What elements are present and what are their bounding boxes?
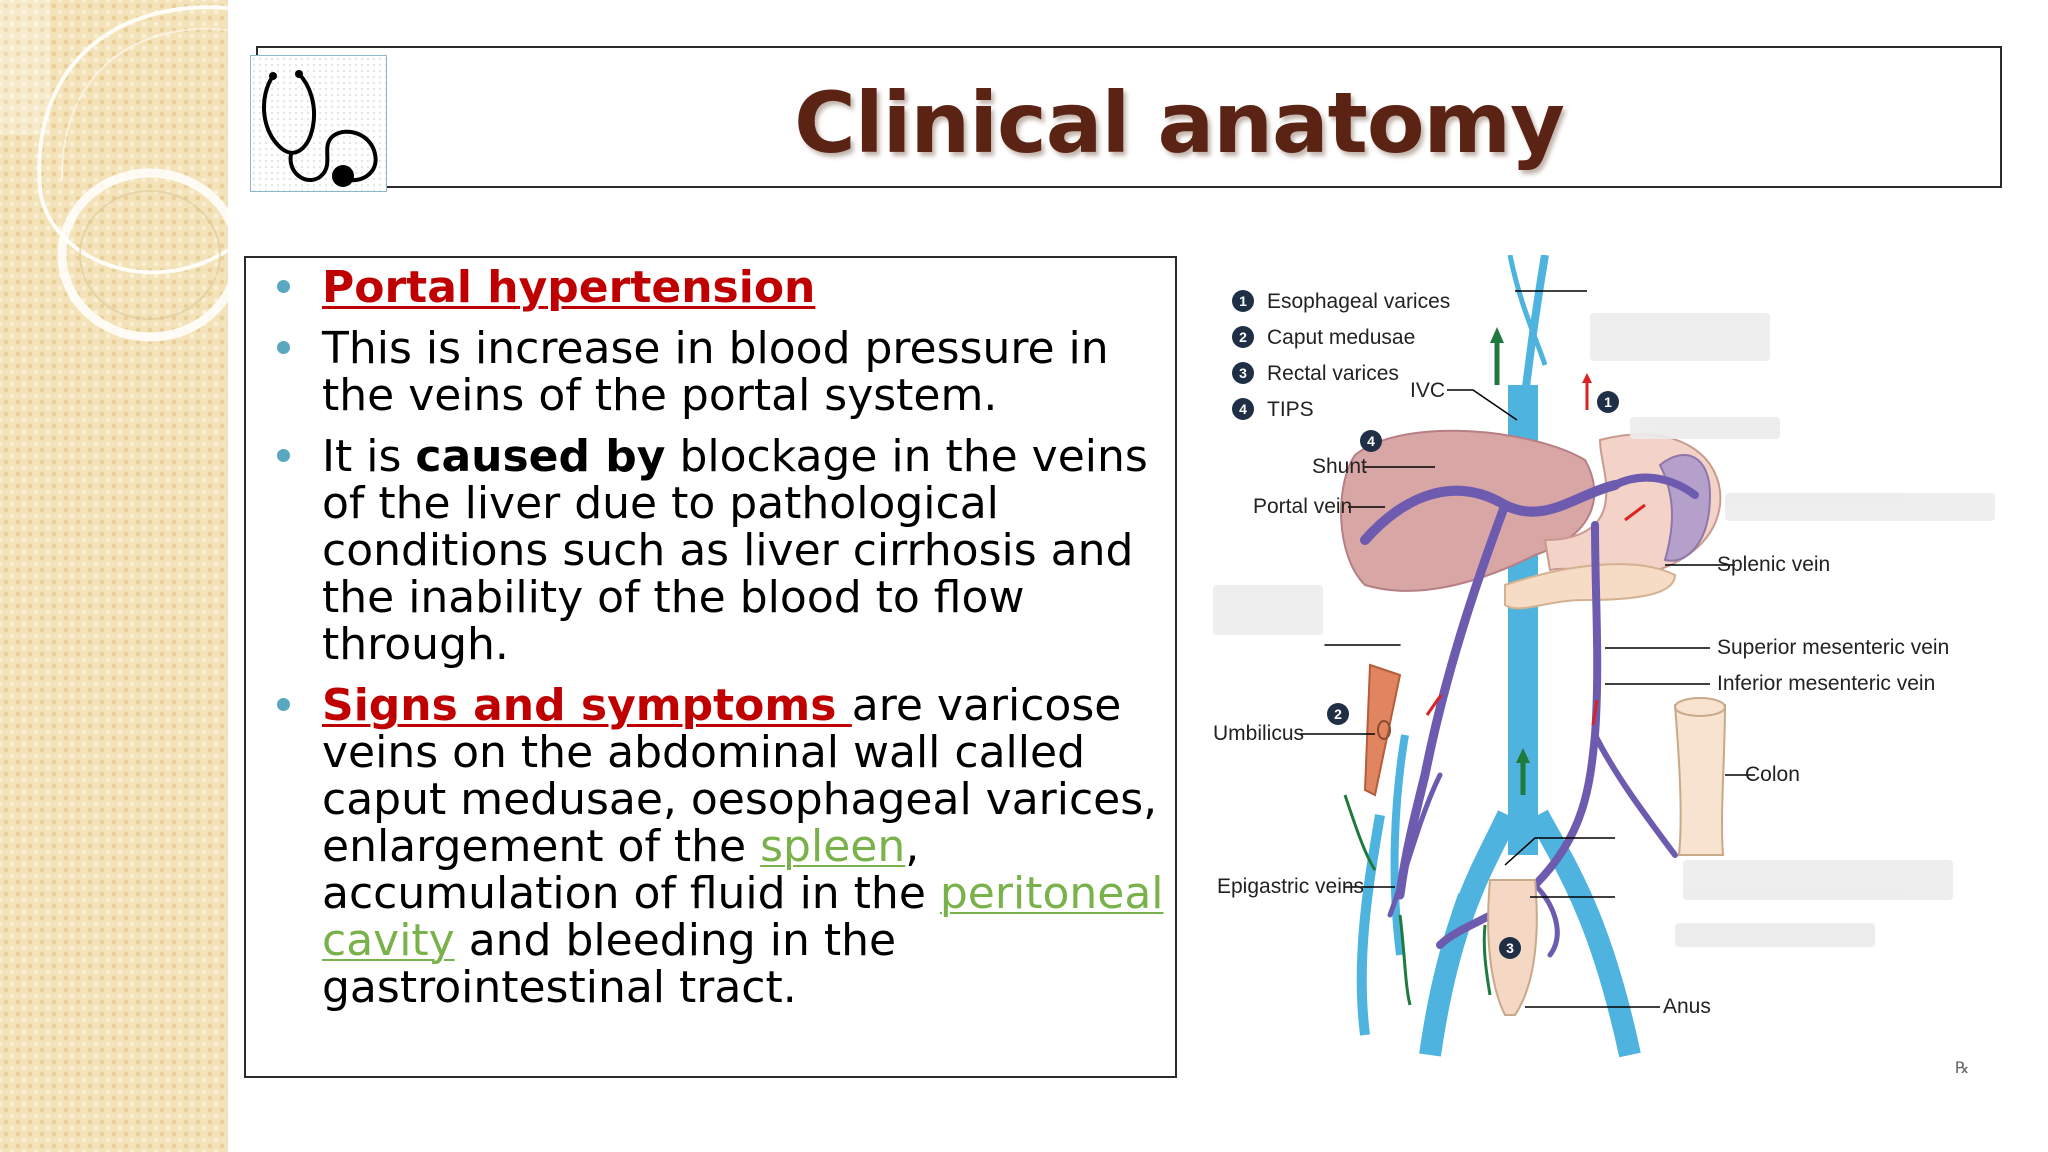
bullet-dot: [277, 698, 290, 711]
legend-caput-medusae: Caput medusae: [1267, 326, 1415, 349]
label-umbilicus: Umbilicus: [1213, 722, 1304, 745]
svg-text:2: 2: [1239, 329, 1247, 345]
marker-3: 3: [1506, 940, 1514, 956]
signs-text-2: , accumulation of fluid in the: [322, 821, 940, 919]
cause-bold: caused by: [415, 431, 666, 482]
label-anus: Anus: [1663, 995, 1711, 1018]
label-inferior-mesenteric-vein: Inferior mesenteric vein: [1717, 672, 1935, 695]
label-shunt: Shunt: [1312, 455, 1367, 478]
heading-portal-hypertension: Portal hypertension: [322, 262, 816, 313]
cause-text-end: blockage in the veins of the liver due t…: [322, 431, 1148, 670]
bullet-dot: [277, 280, 290, 293]
link-spleen[interactable]: spleen: [760, 821, 906, 872]
diagram-legend: 1 Esophageal varices 2 Caput medusae 3 R…: [1232, 290, 1450, 421]
definition-text: This is increase in blood pressure in th…: [322, 323, 1109, 421]
bullet-signs: Signs and symptoms are varicose veins on…: [246, 682, 1175, 1011]
diagram-markers: 1 2 3 4: [1327, 391, 1619, 959]
title-box: Clinical anatomy: [256, 46, 2002, 188]
legend-rectal-varices: Rectal varices: [1267, 362, 1399, 385]
svg-text:1: 1: [1239, 293, 1247, 309]
legend-tips: TIPS: [1267, 398, 1314, 421]
colon-shape: [1673, 704, 1727, 856]
heading-signs-symptoms: Signs and symptoms: [322, 680, 852, 731]
label-portal-vein: Portal vein: [1253, 495, 1352, 518]
bullet-portal-hypertension: Portal hypertension: [246, 264, 1175, 311]
svg-text:3: 3: [1239, 365, 1247, 381]
label-superior-mesenteric-vein: Superior mesenteric vein: [1717, 636, 1949, 659]
marker-2: 2: [1334, 706, 1342, 722]
abdominal-wall: [1363, 663, 1402, 797]
slide-title: Clinical anatomy: [794, 74, 1565, 172]
pancreas-shape: [1504, 563, 1677, 610]
obscured-labels: [1213, 313, 1995, 947]
portal-system-diagram: 1 Esophageal varices 2 Caput medusae 3 R…: [1213, 255, 1995, 1075]
side-decor-panel: [0, 0, 228, 1152]
marker-4: 4: [1367, 433, 1375, 449]
decorative-rings: [0, 0, 228, 342]
flow-arrows: [1343, 327, 1646, 1006]
label-epigastric-veins: Epigastric veins: [1217, 875, 1364, 898]
bullet-definition: This is increase in blood pressure in th…: [246, 325, 1175, 419]
bullet-dot: [277, 449, 290, 462]
marker-1: 1: [1604, 394, 1612, 410]
signs-text-3: and bleeding in the gastrointestinal tra…: [322, 915, 897, 1013]
content-box: Portal hypertension This is increase in …: [244, 256, 1177, 1078]
label-ivc: IVC: [1410, 379, 1445, 402]
bullet-dot: [277, 341, 290, 354]
corner-mark: ℞: [1955, 1060, 1969, 1075]
liver-shape: [1340, 429, 1596, 592]
legend-esophageal-varices: Esophageal varices: [1267, 290, 1450, 313]
cause-text-start: It is: [322, 431, 416, 482]
stethoscope-icon: [262, 70, 378, 187]
label-colon: Colon: [1745, 763, 1800, 786]
bullet-list: Portal hypertension This is increase in …: [246, 258, 1175, 1011]
label-splenic-vein: Splenic vein: [1717, 553, 1830, 576]
link-peritoneal-cavity[interactable]: peritoneal cavity: [322, 868, 1164, 966]
leader-lines: [1300, 290, 1755, 1008]
bullet-cause: It is caused by blockage in the veins of…: [246, 433, 1175, 668]
svg-text:4: 4: [1239, 401, 1247, 417]
signs-text-1: are varicose veins on the abdominal wall…: [322, 680, 1158, 872]
stethoscope-icon-box: [250, 55, 387, 192]
